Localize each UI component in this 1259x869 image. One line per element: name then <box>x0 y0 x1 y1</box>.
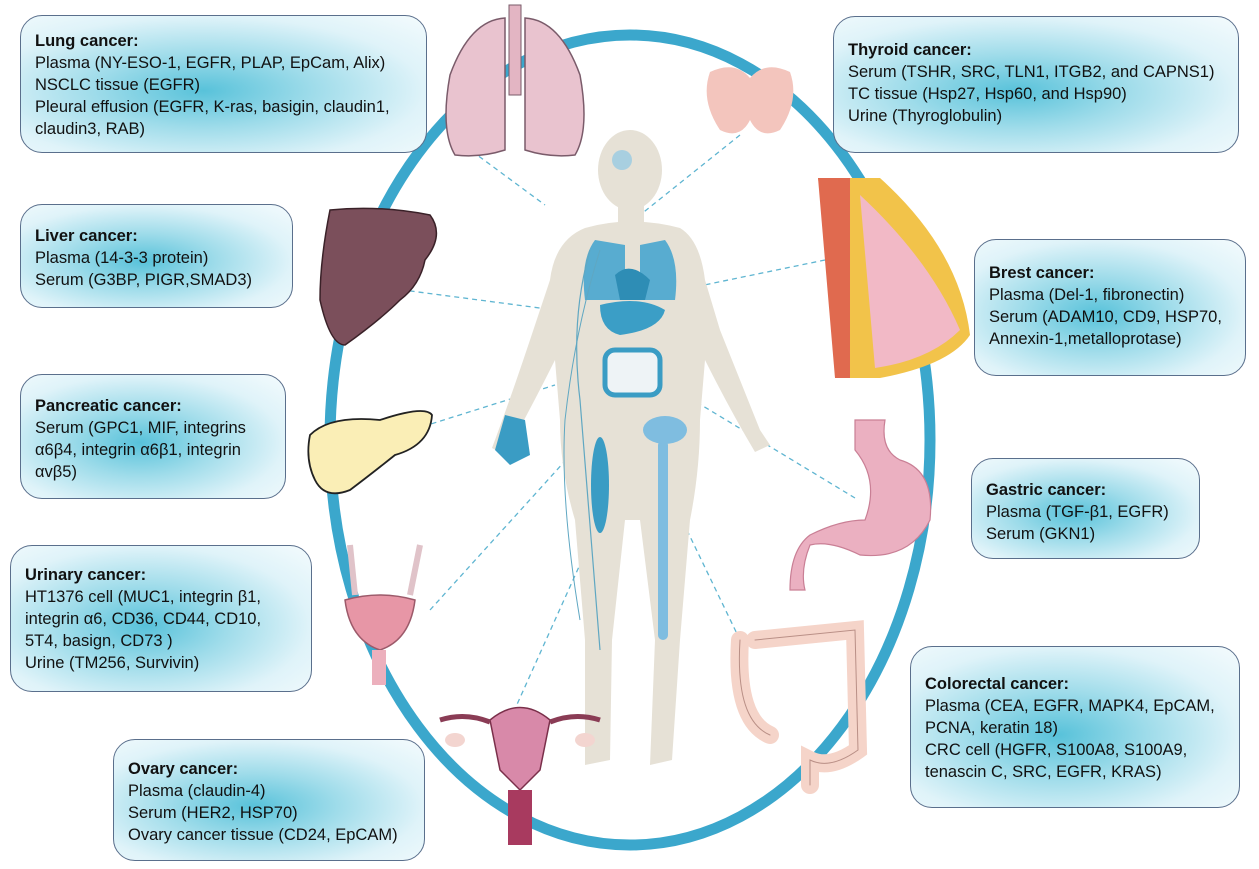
lung-cancer-line: Plasma (NY-ESO-1, EGFR, PLAP, EpCam, Ali… <box>35 54 386 72</box>
breast-cancer-line: Serum (ADAM10, CD9, HSP70, <box>989 308 1222 326</box>
thyroid-cancer-line: TC tissue (Hsp27, Hsp60, and Hsp90) <box>848 85 1127 103</box>
ovary-cancer-title: Ovary cancer: <box>128 760 239 778</box>
lung-cancer-box: Lung cancer: Plasma (NY-ESO-1, EGFR, PLA… <box>20 15 427 153</box>
thyroid-cancer-line: Urine (Thyroglobulin) <box>848 107 1003 125</box>
lung-cancer-title: Lung cancer: <box>35 32 139 50</box>
urinary-cancer-line: HT1376 cell (MUC1, integrin β1, <box>25 588 261 606</box>
gastric-cancer-title: Gastric cancer: <box>986 481 1107 499</box>
pancreas-illustration <box>307 410 433 495</box>
colorectal-cancer-title: Colorectal cancer: <box>925 675 1069 693</box>
pancreatic-cancer-line: αvβ5) <box>35 463 77 481</box>
urinary-cancer-line: Urine (TM256, Survivin) <box>25 654 200 672</box>
pancreatic-cancer-line: Serum (GPC1, MIF, integrins <box>35 419 246 437</box>
pancreatic-cancer-box: Pancreatic cancer: Serum (GPC1, MIF, int… <box>20 374 286 499</box>
thyroid-cancer-line: Serum (TSHR, SRC, TLN1, ITGB2, and CAPNS… <box>848 63 1215 81</box>
gastric-cancer-line: Serum (GKN1) <box>986 525 1096 543</box>
colorectal-cancer-line: Plasma (CEA, EGFR, MAPK4, EpCAM, <box>925 697 1215 715</box>
urinary-cancer-line: integrin α6, CD36, CD44, CD10, <box>25 610 262 628</box>
ovary-cancer-line: Serum (HER2, HSP70) <box>128 804 298 822</box>
colorectal-cancer-line: CRC cell (HGFR, S100A8, S100A9, <box>925 741 1188 759</box>
ovary-cancer-box: Ovary cancer: Plasma (claudin-4) Serum (… <box>113 739 425 861</box>
liver-cancer-line: Serum (G3BP, PIGR,SMAD3) <box>35 271 253 289</box>
thyroid-illustration <box>706 67 794 134</box>
breast-cancer-line: Plasma (Del-1, fibronectin) <box>989 286 1185 304</box>
liver-cancer-box: Liver cancer: Plasma (14-3-3 protein) Se… <box>20 204 293 308</box>
lungs-illustration <box>445 4 585 157</box>
breast-cancer-box: Brest cancer: Plasma (Del-1, fibronectin… <box>974 239 1246 376</box>
breast-illustration <box>818 178 970 378</box>
pancreatic-cancer-title: Pancreatic cancer: <box>35 397 182 415</box>
thyroid-cancer-title: Thyroid cancer: <box>848 41 972 59</box>
liver-cancer-title: Liver cancer: <box>35 227 138 245</box>
lung-cancer-line: claudin3, RAB) <box>35 120 146 138</box>
urinary-cancer-line: 5T4, basign, CD73 ) <box>25 632 173 650</box>
ovary-cancer-line: Plasma (claudin-4) <box>128 782 266 800</box>
urinary-cancer-box: Urinary cancer: HT1376 cell (MUC1, integ… <box>10 545 312 692</box>
uterus-illustration <box>439 706 601 845</box>
liver-cancer-line: Plasma (14-3-3 protein) <box>35 249 209 267</box>
liver-illustration <box>319 207 438 346</box>
human-body-illustration <box>492 130 770 765</box>
breast-cancer-title: Brest cancer: <box>989 264 1095 282</box>
colorectal-cancer-box: Colorectal cancer: Plasma (CEA, EGFR, MA… <box>910 646 1240 808</box>
pancreatic-cancer-line: α6β4, integrin α6β1, integrin <box>35 441 241 459</box>
colorectal-cancer-line: tenascin C, SRC, EGFR, KRAS) <box>925 763 1162 781</box>
lung-cancer-line: NSCLC tissue (EGFR) <box>35 76 201 94</box>
gastric-cancer-line: Plasma (TGF-β1, EGFR) <box>986 503 1169 521</box>
thyroid-cancer-box: Thyroid cancer: Serum (TSHR, SRC, TLN1, … <box>833 16 1239 153</box>
colon-illustration <box>730 620 868 794</box>
lung-cancer-line: Pleural effusion (EGFR, K-ras, basigin, … <box>35 98 390 116</box>
ovary-cancer-line: Ovary cancer tissue (CD24, EpCAM) <box>128 826 398 844</box>
breast-cancer-line: Annexin-1,metalloprotase) <box>989 330 1182 348</box>
colorectal-cancer-line: PCNA, keratin 18) <box>925 719 1058 737</box>
gastric-cancer-box: Gastric cancer: Plasma (TGF-β1, EGFR) Se… <box>971 458 1200 559</box>
bladder-illustration <box>344 544 423 685</box>
urinary-cancer-title: Urinary cancer: <box>25 566 147 584</box>
stomach-illustration <box>789 419 932 591</box>
